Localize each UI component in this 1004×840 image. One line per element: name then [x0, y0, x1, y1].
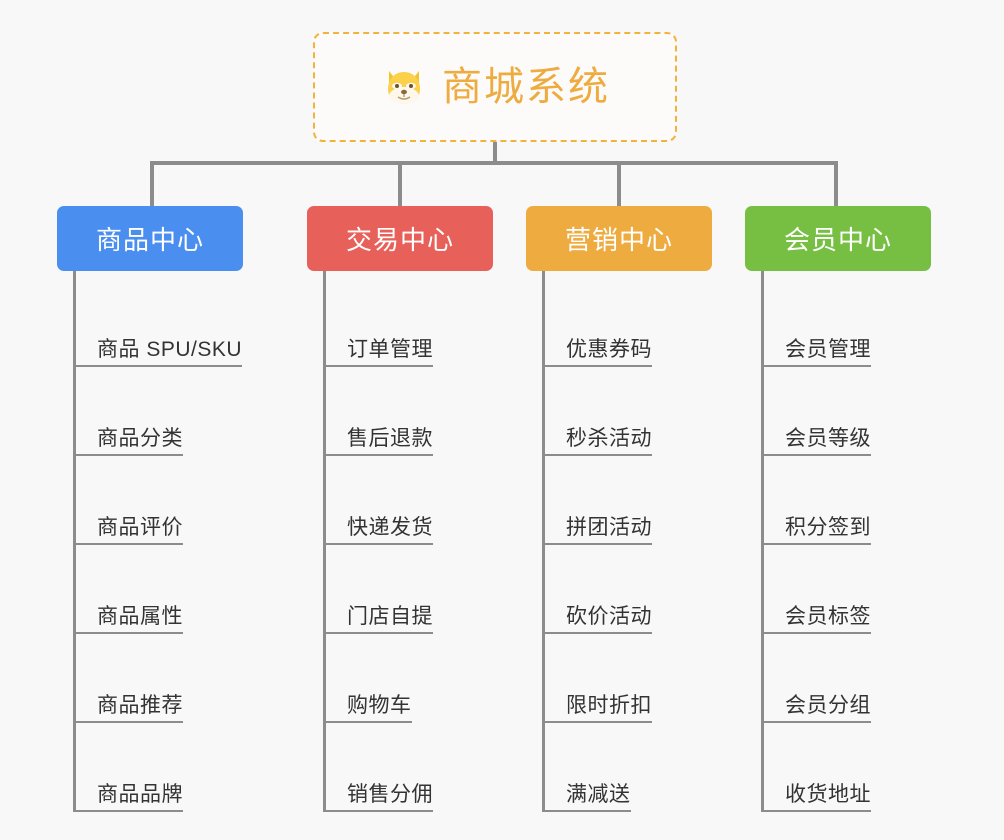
branch-item-label: 满减送: [566, 782, 631, 806]
branch-item[interactable]: 会员管理: [761, 327, 871, 367]
branch-item[interactable]: 购物车: [323, 683, 412, 723]
branch-header-4[interactable]: 会员中心: [745, 206, 931, 271]
branch-item-label: 拼团活动: [566, 515, 652, 539]
branch-item[interactable]: 会员等级: [761, 416, 871, 456]
branch-item[interactable]: 商品分类: [73, 416, 183, 456]
branch-item-label: 订单管理: [347, 337, 433, 361]
root-title: 商城系统: [442, 65, 610, 109]
branch-item-label: 商品评价: [97, 515, 183, 539]
branch-spine-2: [323, 271, 326, 812]
branch-item[interactable]: 会员标签: [761, 594, 871, 634]
branch-item-label: 积分签到: [785, 515, 871, 539]
branch-spine-4: [761, 271, 764, 812]
branch-item-label: 会员等级: [785, 426, 871, 450]
branch-item-label: 商品品牌: [97, 782, 183, 806]
branch-item[interactable]: 拼团活动: [542, 505, 652, 545]
connector-horizontal-bar: [150, 161, 838, 165]
branch-item[interactable]: 砍价活动: [542, 594, 652, 634]
branch-column-2: 交易中心 订单管理售后退款快递发货门店自提购物车销售分佣: [307, 206, 493, 812]
branch-item-label: 商品属性: [97, 604, 183, 628]
branch-item[interactable]: 订单管理: [323, 327, 433, 367]
branch-item-label: 商品 SPU/SKU: [97, 337, 243, 361]
branch-item[interactable]: 售后退款: [323, 416, 433, 456]
branch-item-label: 限时折扣: [566, 693, 652, 717]
branch-item-label: 会员标签: [785, 604, 871, 628]
branch-item[interactable]: 收货地址: [761, 772, 871, 812]
branch-item[interactable]: 门店自提: [323, 594, 433, 634]
branch-item-label: 商品分类: [97, 426, 183, 450]
branch-item[interactable]: 快递发货: [323, 505, 433, 545]
branch-item[interactable]: 商品属性: [73, 594, 183, 634]
branch-item-label: 秒杀活动: [566, 426, 652, 450]
branch-item-label: 销售分佣: [347, 782, 433, 806]
branch-item-label: 商品推荐: [97, 693, 183, 717]
branch-header-1[interactable]: 商品中心: [57, 206, 243, 271]
branch-header-3[interactable]: 营销中心: [526, 206, 712, 271]
branch-item-label: 会员分组: [785, 693, 871, 717]
branch-spine-1: [73, 271, 76, 812]
branch-item[interactable]: 秒杀活动: [542, 416, 652, 456]
branch-header-label-2: 交易中心: [345, 225, 454, 255]
branch-item[interactable]: 商品评价: [73, 505, 183, 545]
branch-item[interactable]: 积分签到: [761, 505, 871, 545]
branch-item-label: 快递发货: [347, 515, 433, 539]
branch-header-label-1: 商品中心: [95, 225, 204, 255]
branch-column-1: 商品中心 商品 SPU/SKU 商品分类商品评价商品属性商品推荐商品品牌: [57, 206, 243, 812]
root-node[interactable]: 商城系统: [313, 32, 677, 142]
connector-drop-3: [617, 161, 621, 206]
branch-item[interactable]: 优惠券码: [542, 327, 652, 367]
branch-item-label: 售后退款: [347, 426, 433, 450]
branch-item[interactable]: 商品品牌: [73, 772, 183, 812]
branch-header-2[interactable]: 交易中心: [307, 206, 493, 271]
branch-item[interactable]: 商品推荐: [73, 683, 183, 723]
branch-item[interactable]: 商品 SPU/SKU: [73, 327, 243, 367]
branch-item-label: 会员管理: [785, 337, 871, 361]
branch-spine-3: [542, 271, 545, 812]
branch-item[interactable]: 满减送: [542, 772, 631, 812]
branch-item[interactable]: 限时折扣: [542, 683, 652, 723]
dog-face-icon: [380, 63, 428, 111]
branch-header-label-3: 营销中心: [564, 225, 673, 255]
branch-item[interactable]: 销售分佣: [323, 772, 433, 812]
connector-drop-4: [834, 161, 838, 206]
branch-column-3: 营销中心 优惠券码秒杀活动拼团活动砍价活动限时折扣满减送: [526, 206, 712, 812]
connector-root-stem: [493, 142, 497, 164]
branch-item-label: 砍价活动: [566, 604, 652, 628]
connector-drop-2: [398, 161, 402, 206]
branch-header-label-4: 会员中心: [783, 225, 892, 255]
branch-item[interactable]: 会员分组: [761, 683, 871, 723]
branch-item-label: 收货地址: [785, 782, 871, 806]
branch-column-4: 会员中心 会员管理会员等级积分签到会员标签会员分组收货地址: [745, 206, 931, 812]
branch-item-label: 优惠券码: [566, 337, 652, 361]
branch-item-label: 购物车: [347, 693, 412, 717]
connector-drop-1: [150, 161, 154, 206]
branch-item-label: 门店自提: [347, 604, 433, 628]
